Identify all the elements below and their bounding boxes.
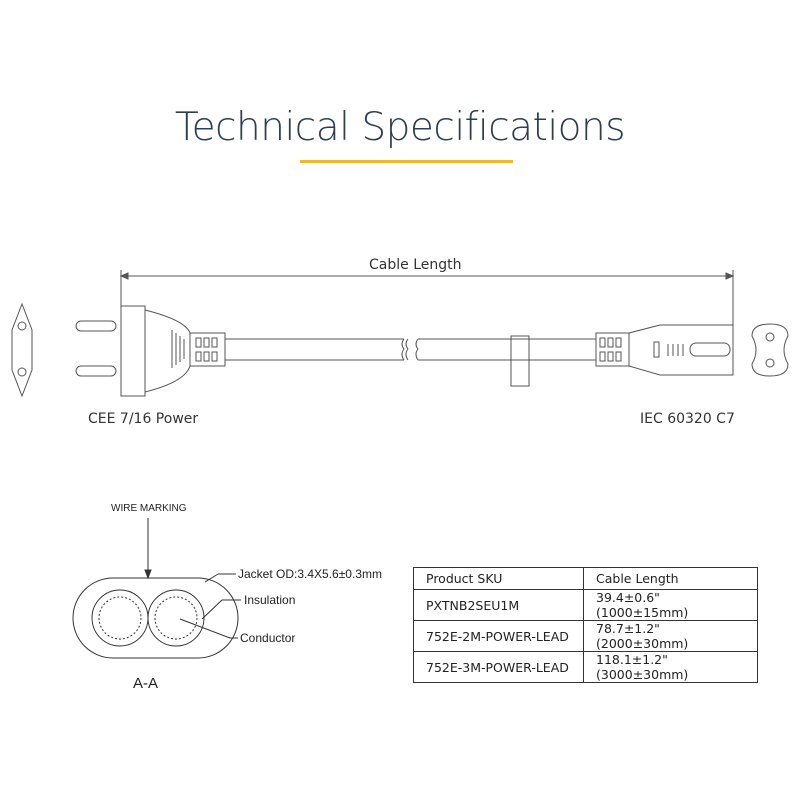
header-cable-length: Cable Length bbox=[583, 567, 758, 590]
cable-length-label: Cable Length bbox=[369, 257, 462, 273]
section-label: A-A bbox=[133, 675, 159, 692]
table-row: 752E-3M-POWER-LEAD 118.1±1.2" (3000±30mm… bbox=[413, 651, 758, 683]
sku-cell: 752E-3M-POWER-LEAD bbox=[413, 651, 584, 683]
cable bbox=[225, 335, 596, 387]
table-row: 752E-2M-POWER-LEAD 78.7±1.2" (2000±30mm) bbox=[413, 620, 758, 652]
cee-plug-face-icon bbox=[11, 302, 33, 398]
iec-c7-face-icon bbox=[751, 323, 789, 377]
title-underline bbox=[300, 160, 513, 163]
cable-cross-section bbox=[72, 518, 241, 659]
length-cell: 39.4±0.6" (1000±15mm) bbox=[583, 589, 758, 621]
left-connector-label: CEE 7/16 Power bbox=[88, 411, 199, 427]
table-header-row: Product SKU Cable Length bbox=[413, 567, 758, 590]
sku-cell: PXTNB2SEU1M bbox=[413, 589, 584, 621]
insulation-label: Insulation bbox=[244, 593, 296, 607]
table-row: PXTNB2SEU1M 39.4±0.6" (1000±15mm) bbox=[413, 589, 758, 621]
cee-plug-icon bbox=[75, 305, 226, 397]
length-cell: 78.7±1.2" (2000±30mm) bbox=[583, 620, 758, 652]
length-cell: 118.1±1.2" (3000±30mm) bbox=[583, 651, 758, 683]
conductor-label: Conductor bbox=[240, 631, 296, 645]
sku-table: Product SKU Cable Length PXTNB2SEU1M 39.… bbox=[413, 567, 758, 683]
right-connector-label: IEC 60320 C7 bbox=[640, 411, 735, 427]
jacket-label: Jacket OD:3.4X5.6±0.3mm bbox=[238, 567, 382, 581]
wire-marking-label: WIRE MARKING bbox=[111, 503, 187, 514]
sku-cell: 752E-2M-POWER-LEAD bbox=[413, 620, 584, 652]
iec-c7-connector-icon bbox=[595, 324, 734, 376]
dimension-line bbox=[119, 270, 735, 330]
header-sku: Product SKU bbox=[413, 567, 584, 590]
page-title: Technical Specifications bbox=[174, 105, 626, 150]
